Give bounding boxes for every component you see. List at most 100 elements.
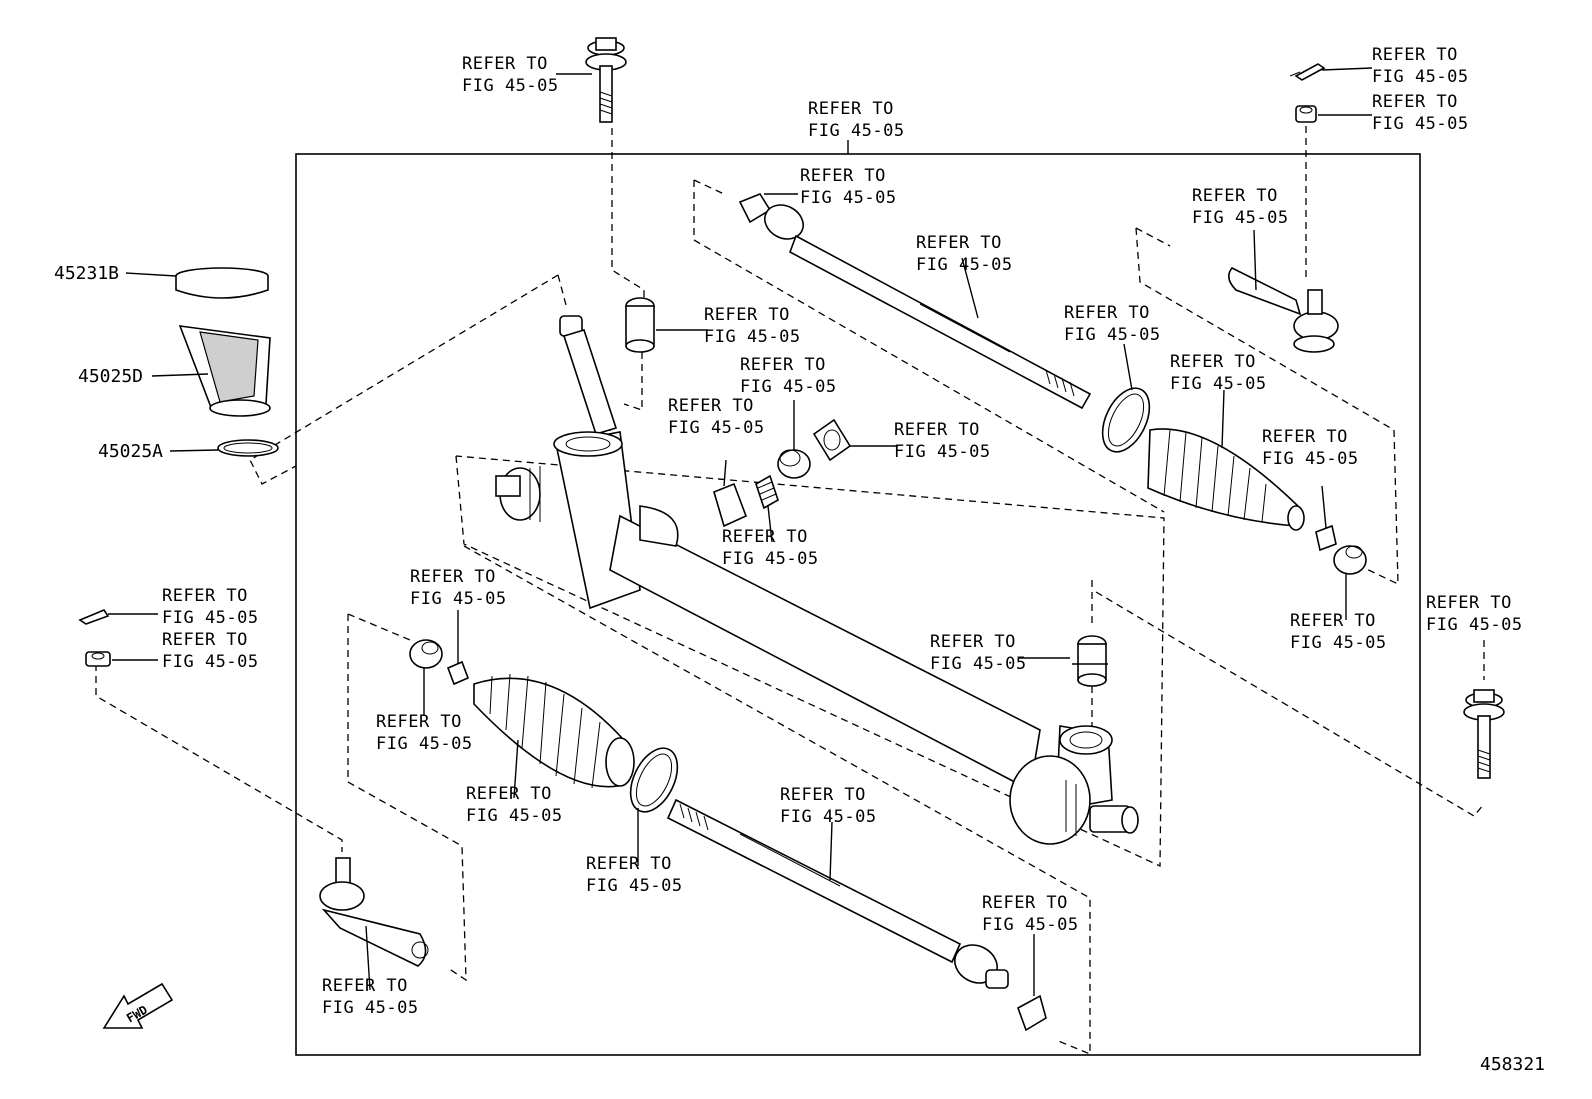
svg-text:REFER TO: REFER TO — [808, 99, 894, 119]
forward-direction-arrow: FWD — [102, 982, 174, 1029]
svg-text:REFER TO: REFER TO — [1372, 45, 1458, 65]
cotter-pin-top-right — [1289, 63, 1373, 81]
svg-text:REFER TO: REFER TO — [322, 976, 408, 996]
svg-text:FIG 45-05: FIG 45-05 — [462, 76, 559, 96]
svg-text:FIG 45-05: FIG 45-05 — [704, 327, 801, 347]
svg-text:REFER TO: REFER TO — [1426, 593, 1512, 613]
lock-washer-lower — [1017, 934, 1047, 1032]
steering-rack-housing — [495, 315, 1139, 845]
yoke-spring — [755, 474, 779, 543]
svg-text:FIG 45-05: FIG 45-05 — [466, 806, 563, 826]
svg-text:REFER TO: REFER TO — [162, 586, 248, 606]
svg-text:FIG 45-05: FIG 45-05 — [1372, 114, 1469, 134]
svg-text:REFER TO: REFER TO — [722, 527, 808, 547]
svg-text:FIG 45-05: FIG 45-05 — [1262, 449, 1359, 469]
svg-text:FIG 45-05: FIG 45-05 — [894, 442, 991, 462]
svg-text:FIG 45-05: FIG 45-05 — [780, 807, 877, 827]
tie-rod-lower — [666, 798, 1009, 989]
part-45025A: 45025A — [98, 439, 279, 462]
svg-text:REFER TO: REFER TO — [780, 785, 866, 805]
figure-id: 458321 — [1480, 1054, 1545, 1075]
bushing-top — [625, 297, 708, 353]
svg-text:REFER TO: REFER TO — [586, 854, 672, 874]
svg-text:REFER TO: REFER TO — [466, 784, 552, 804]
svg-text:REFER TO: REFER TO — [982, 893, 1068, 913]
tie-rod-end-left — [319, 857, 429, 991]
svg-text:FIG 45-05: FIG 45-05 — [162, 608, 259, 628]
svg-text:FIG 45-05: FIG 45-05 — [1290, 633, 1387, 653]
nut-left — [85, 651, 158, 667]
svg-text:REFER TO: REFER TO — [704, 305, 790, 325]
svg-text:REFER TO: REFER TO — [1192, 186, 1278, 206]
svg-text:REFER TO: REFER TO — [894, 420, 980, 440]
svg-text:FIG 45-05: FIG 45-05 — [808, 121, 905, 141]
svg-text:REFER TO: REFER TO — [1290, 611, 1376, 631]
svg-text:FIG 45-05: FIG 45-05 — [322, 998, 419, 1018]
svg-text:FIG 45-05: FIG 45-05 — [800, 188, 897, 208]
svg-text:FIG 45-05: FIG 45-05 — [586, 876, 683, 896]
diagram-frame — [295, 153, 1421, 1056]
svg-text:REFER TO: REFER TO — [1372, 92, 1458, 112]
bushing-right — [1072, 635, 1108, 687]
svg-text:FIG 45-05: FIG 45-05 — [740, 377, 837, 397]
nut-right — [1333, 545, 1367, 620]
part-45231B: 45231B — [54, 263, 269, 299]
tie-rod-end-right — [1228, 229, 1339, 353]
svg-text:REFER TO: REFER TO — [930, 632, 1016, 652]
nut-lower-left — [409, 639, 443, 716]
svg-text:REFER TO: REFER TO — [410, 567, 496, 587]
svg-text:FIG 45-05: FIG 45-05 — [668, 418, 765, 438]
svg-text:REFER TO: REFER TO — [668, 396, 754, 416]
svg-text:REFER TO: REFER TO — [462, 54, 548, 74]
clip-lower-left — [446, 610, 470, 686]
svg-text:REFER TO: REFER TO — [916, 233, 1002, 253]
bolt-top — [585, 37, 627, 123]
svg-text:REFER TO: REFER TO — [162, 630, 248, 650]
cotter-pin-left — [78, 609, 158, 625]
snap-ring-right — [1101, 343, 1151, 453]
nut-top-right — [1295, 105, 1372, 123]
svg-text:FIG 45-05: FIG 45-05 — [1192, 208, 1289, 228]
svg-text:REFER TO: REFER TO — [1262, 427, 1348, 447]
part-number-45231B: 45231B — [54, 263, 119, 284]
rack-guide-yoke — [713, 459, 748, 528]
svg-text:REFER TO: REFER TO — [1170, 352, 1256, 372]
svg-text:FIG 45-05: FIG 45-05 — [930, 654, 1027, 674]
svg-text:REFER TO: REFER TO — [376, 712, 462, 732]
svg-text:FIG 45-05: FIG 45-05 — [982, 915, 1079, 935]
bolt-right — [1463, 689, 1505, 779]
svg-text:FIG 45-05: FIG 45-05 — [1372, 67, 1469, 87]
boot-right — [1147, 389, 1305, 531]
part-number-45025A: 45025A — [98, 441, 163, 462]
part-45025D: 45025D — [78, 325, 271, 417]
clip-right — [1315, 485, 1337, 552]
svg-text:FIG 45-05: FIG 45-05 — [410, 589, 507, 609]
svg-text:REFER TO: REFER TO — [800, 166, 886, 186]
svg-text:FIG 45-05: FIG 45-05 — [1064, 325, 1161, 345]
svg-text:REFER TO: REFER TO — [1064, 303, 1150, 323]
